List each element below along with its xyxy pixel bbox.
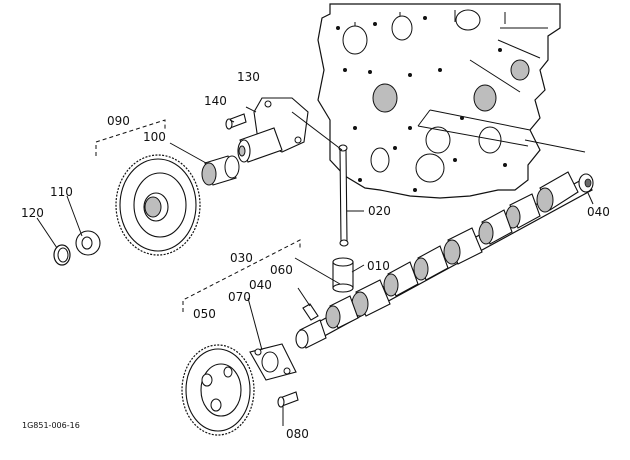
callout-070: 070: [228, 290, 251, 304]
thrust-plate: [249, 343, 297, 381]
callout-050: 050: [193, 307, 216, 321]
bolt-140: [225, 113, 247, 130]
push-rod: [338, 144, 349, 247]
callout-140: 140: [204, 94, 227, 108]
callout-130: 130: [237, 70, 260, 84]
callout-090: 090: [107, 114, 130, 128]
callout-100: 100: [143, 130, 166, 144]
callout-labels: 010 020 030 040 040 050 060 070 080 090 …: [21, 70, 610, 441]
callout-120: 120: [21, 206, 44, 220]
bolt-080: [277, 391, 299, 408]
leader-lines: [36, 106, 594, 426]
key: [302, 303, 319, 321]
block-bolt-holes: [336, 16, 507, 192]
callout-040-key: 040: [249, 278, 272, 292]
callout-080: 080: [286, 427, 309, 441]
engine-block: [317, 3, 586, 199]
collar: [75, 230, 101, 256]
idle-gear-shaft: [237, 97, 309, 163]
cam-gear: [181, 344, 255, 436]
callout-020: 020: [368, 204, 391, 218]
camshaft-lobes: [325, 171, 579, 329]
camshaft: [295, 171, 594, 349]
figure-id: 1G851-006-16: [22, 421, 80, 430]
callout-040-camshaft: 040: [587, 205, 610, 219]
callout-110: 110: [50, 185, 73, 199]
circlip: [53, 244, 71, 266]
idle-gear: [115, 154, 201, 256]
callout-010: 010: [367, 259, 390, 273]
callout-060: 060: [270, 263, 293, 277]
tappet: [332, 257, 354, 293]
callout-030: 030: [230, 251, 253, 265]
bushing: [201, 155, 240, 186]
